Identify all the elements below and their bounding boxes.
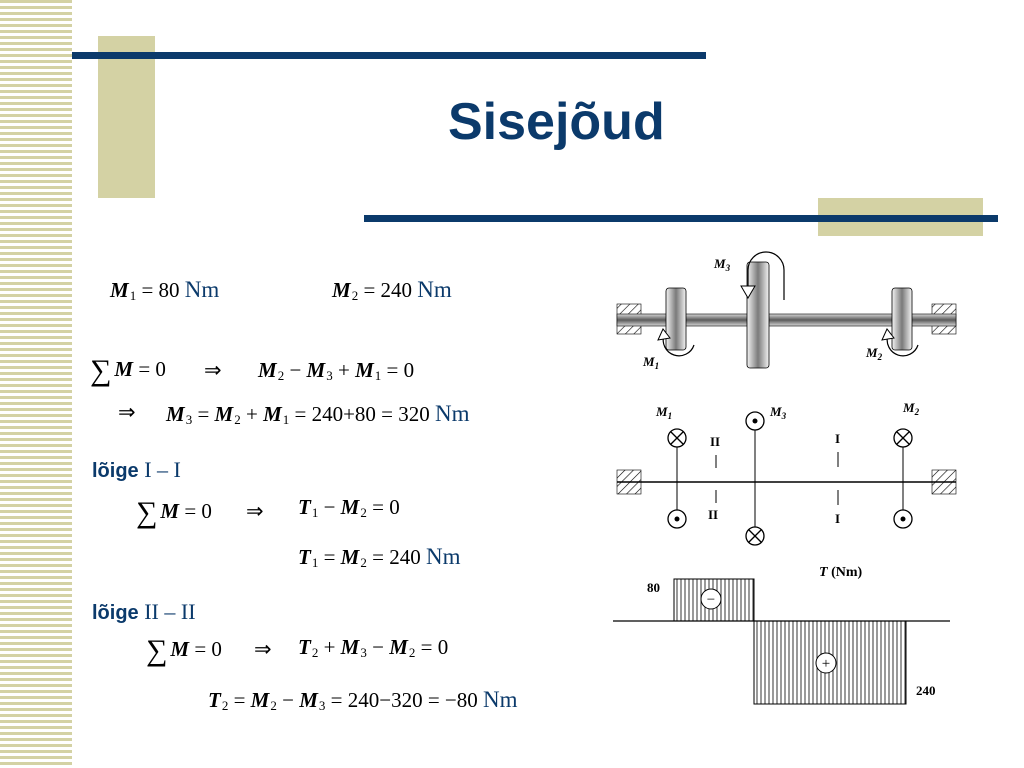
- label-section-i-bottom: I: [835, 511, 840, 526]
- label-m3-schematic: M3: [769, 404, 787, 421]
- label-m2-top: M2: [865, 345, 883, 362]
- disk-m1: [665, 287, 687, 351]
- label-m1-schematic: M1: [655, 404, 672, 421]
- moment-arrow-m3: [747, 251, 785, 300]
- moment-arrow-m1: [662, 334, 695, 357]
- label-section-ii-bottom: II: [708, 507, 718, 522]
- label-m2-schematic: M2: [902, 400, 920, 417]
- plus-sign: +: [822, 656, 830, 672]
- arrow-head-m2: [881, 328, 895, 341]
- eq-line3: T1 − M2 = 0: [298, 495, 400, 520]
- eq-line2: M3 = M2 + M1 = 240+80 = 320 Nm: [166, 401, 470, 427]
- cross-symbol-m3-bottom: [745, 526, 765, 546]
- shaft: [616, 313, 957, 327]
- eq-line6: T2 = M2 − M3 = 240−320 = −80 Nm: [208, 687, 518, 713]
- disk-m3: [746, 261, 770, 369]
- page-title: Sisejõud: [448, 93, 665, 151]
- disk-m2: [891, 287, 913, 351]
- bottom-rule: [364, 215, 998, 222]
- eq-m1: M1 = 80 Nm: [110, 277, 220, 303]
- eq-line1: M2 − M3 + M1 = 0: [258, 358, 415, 383]
- eq-sum-2: ∑M = 0: [136, 496, 212, 529]
- label-section-ii-top: II: [710, 434, 720, 449]
- label-m3-top: M3: [713, 256, 731, 273]
- cross-symbol-m2-top: [893, 428, 913, 448]
- dot-symbol-m2-bottom: [893, 509, 913, 529]
- label-m1-top: M1: [642, 354, 659, 371]
- eq-line4: T1 = M2 = 240 Nm: [298, 544, 461, 570]
- label-section-i-top: I: [835, 431, 840, 446]
- torque-axis-label: T (Nm): [819, 565, 862, 580]
- arrow-head-m3: [740, 285, 756, 299]
- torque-value-240: 240: [916, 683, 936, 698]
- arrow-head-m1: [657, 328, 671, 341]
- decorative-stripes: [0, 0, 72, 768]
- section-label-2: lõige II – II: [92, 599, 196, 624]
- torque-diagram: T (Nm) − + 80 240: [613, 565, 950, 705]
- eq-sum-1: ∑M = 0: [90, 354, 166, 387]
- upper-shaft-group: [616, 251, 957, 369]
- cross-symbol-m1-top: [667, 428, 687, 448]
- implies-3: ⇒: [246, 499, 264, 523]
- minus-sign: −: [707, 592, 715, 608]
- implies-2: ⇒: [118, 400, 136, 424]
- moment-arrow-m2: [886, 334, 919, 357]
- minus-sign-circle: [700, 588, 722, 610]
- decorative-block-left: [98, 36, 155, 198]
- dot-symbol-m3-top: [745, 411, 765, 431]
- eq-m2: M2 = 240 Nm: [332, 277, 452, 303]
- eq-line5: T2 + M3 − M2 = 0: [298, 635, 449, 660]
- implies-4: ⇒: [254, 637, 272, 661]
- plus-sign-circle: [815, 652, 837, 674]
- schematic-group: [616, 411, 957, 546]
- top-rule: [72, 52, 706, 59]
- implies-1: ⇒: [204, 358, 222, 382]
- section-label-1: lõige I – I: [92, 457, 181, 482]
- torque-value-80: 80: [647, 580, 660, 595]
- dot-symbol-m1-bottom: [667, 509, 687, 529]
- eq-sum-3: ∑M = 0: [146, 634, 222, 667]
